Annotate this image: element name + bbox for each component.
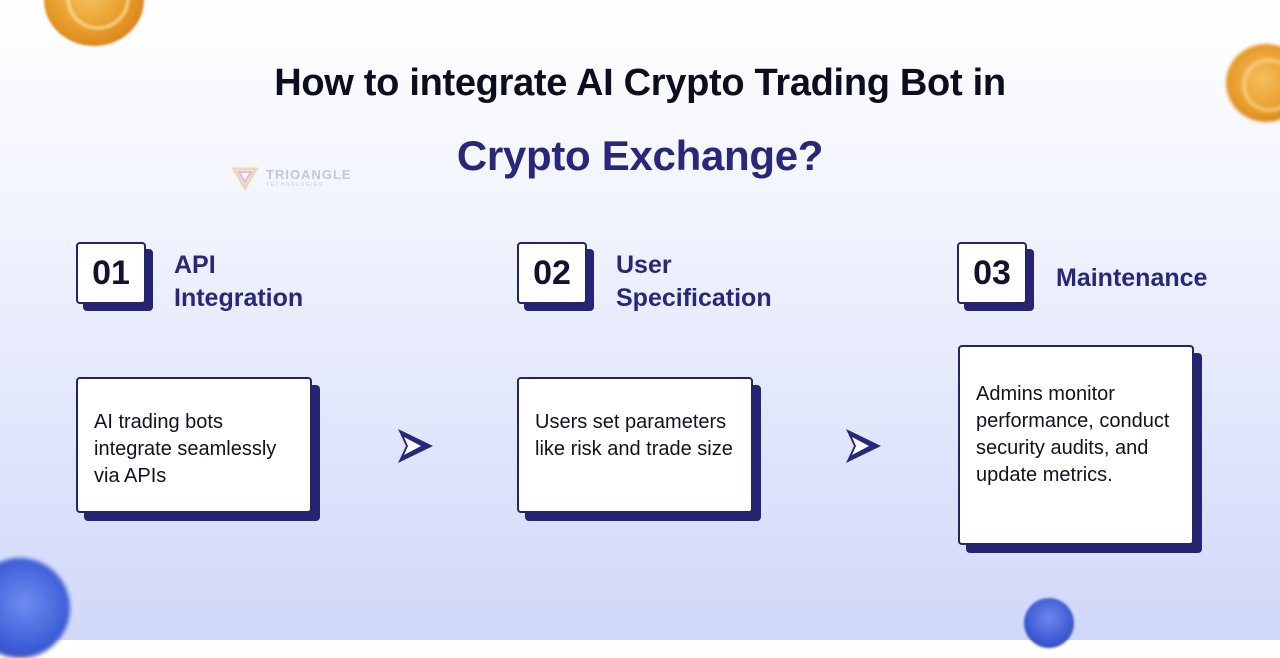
play-arrow-icon — [398, 429, 433, 463]
step-title-line: Integration — [174, 284, 304, 312]
step-title-line: Maintenance — [1056, 264, 1208, 292]
step-title-line: Specification — [616, 284, 772, 312]
step-title: API Integration — [174, 249, 303, 315]
page-subtitle: Crypto Exchange? — [456, 132, 824, 179]
logo-name: TRIOANGLE — [266, 167, 352, 182]
step-description: AI trading bots integrate seamlessly via… — [76, 377, 312, 513]
step-description: Admins monitor performance, conduct secu… — [958, 345, 1194, 545]
step-description: Users set parameters like risk and trade… — [517, 377, 753, 513]
company-logo: TRIOANGLE TECHNOLOGIES — [232, 166, 352, 190]
play-arrow-icon — [846, 429, 881, 463]
step-title-line: User — [616, 251, 672, 279]
step-title: Maintenance — [1056, 262, 1207, 295]
step-number-badge: 03 — [957, 242, 1027, 304]
logo-tagline: TECHNOLOGIES — [266, 182, 324, 188]
step-title-line: API — [174, 251, 216, 279]
step-number-badge: 01 — [76, 242, 146, 304]
gold-coin-icon — [44, 0, 144, 46]
step-title: User Specification — [616, 249, 772, 315]
blue-coin-icon — [1024, 598, 1074, 648]
page-title: How to integrate AI Crypto Trading Bot i… — [274, 62, 1006, 104]
step-number-badge: 02 — [517, 242, 587, 304]
blue-coin-icon — [0, 558, 70, 658]
logo-mark-icon — [232, 167, 258, 190]
